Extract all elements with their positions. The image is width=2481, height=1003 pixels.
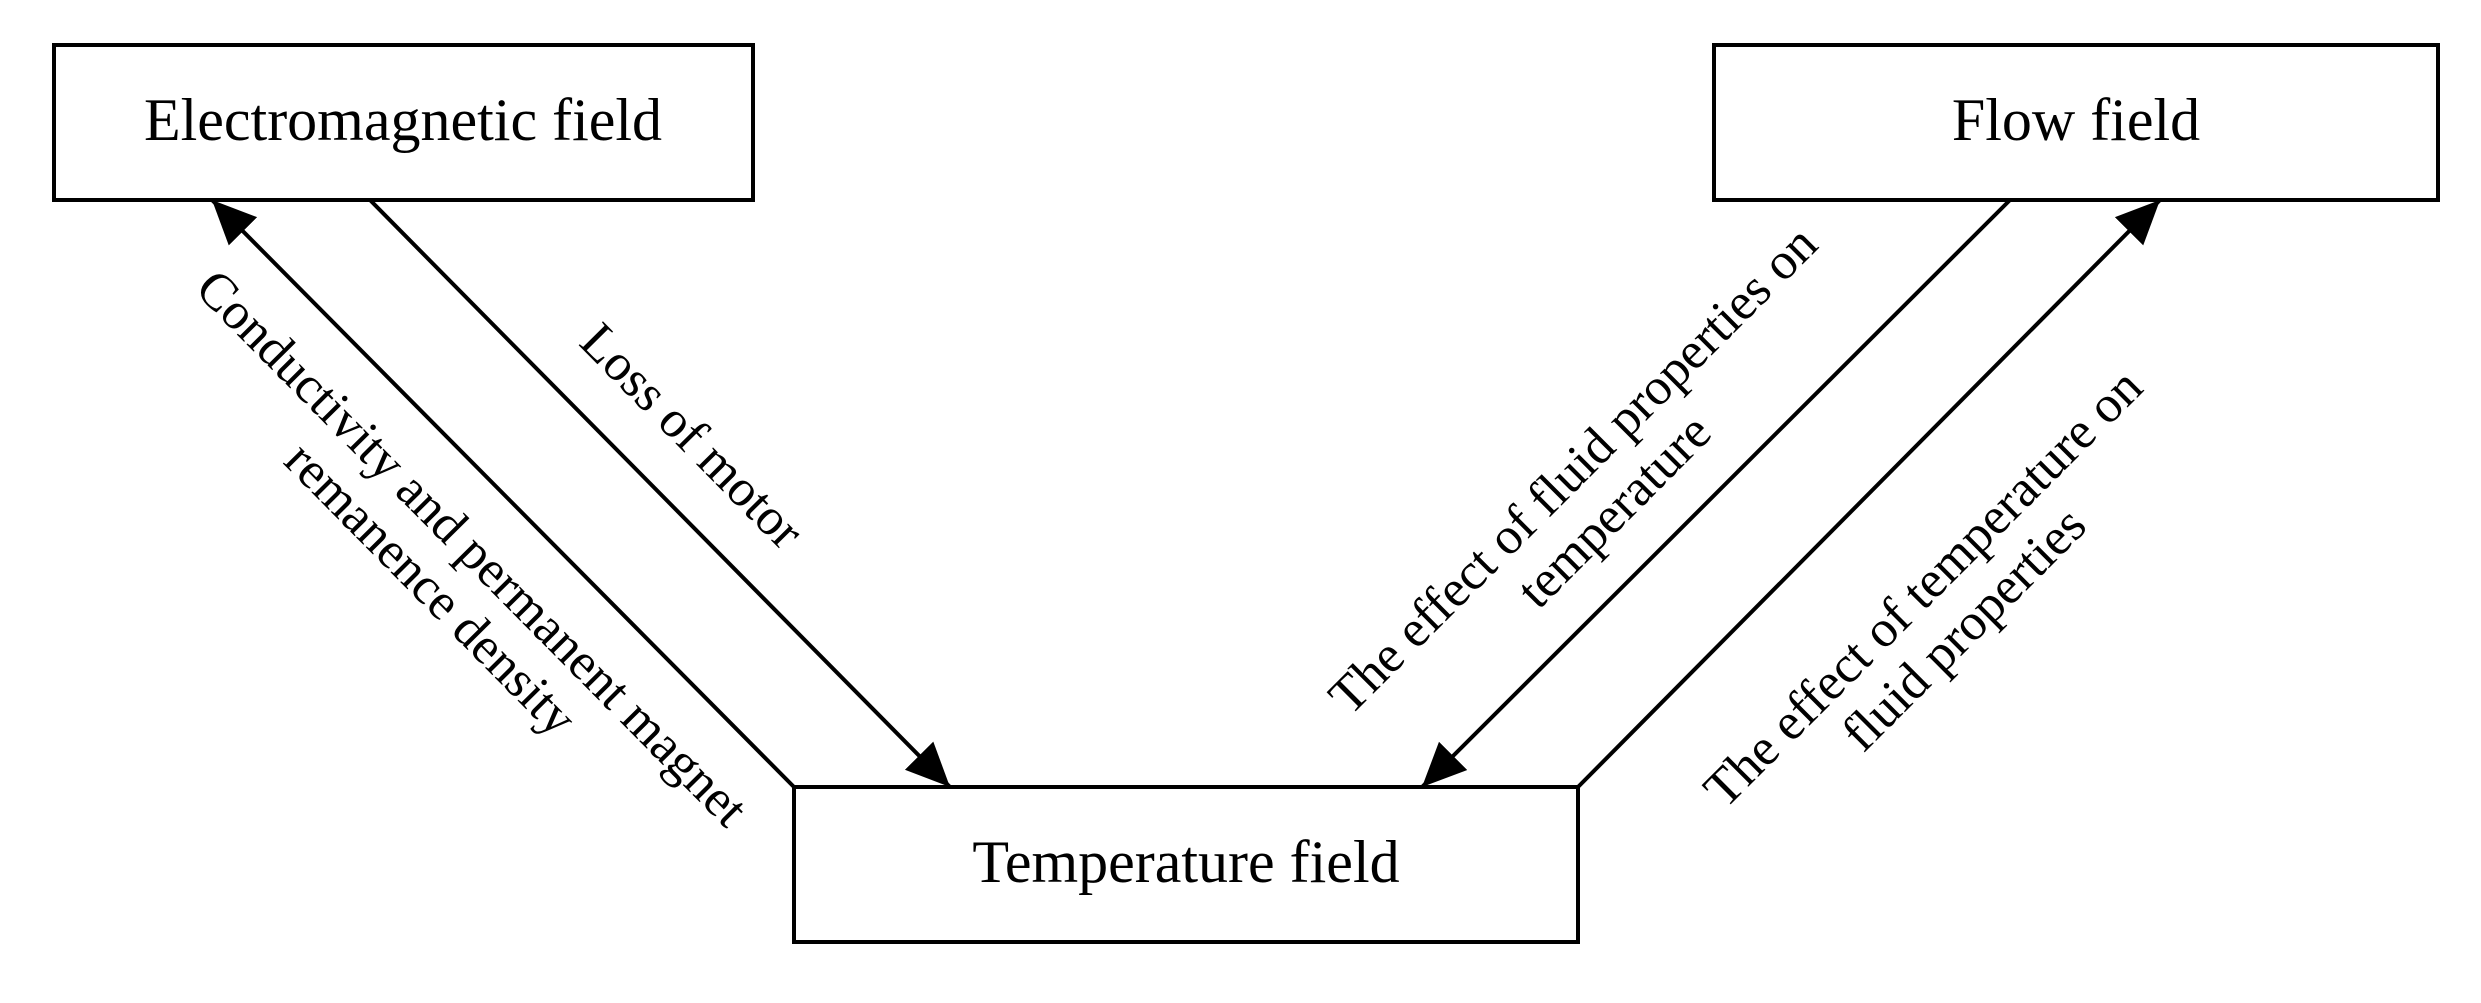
arrow-temperature-to-flow <box>1576 198 2162 789</box>
electromagnetic-field-node: Electromagnetic field <box>52 43 755 202</box>
temperature-field-node: Temperature field <box>792 785 1580 944</box>
label-conductivity-line1: Conductivity and permanent magnet <box>185 259 759 838</box>
electromagnetic-field-label: Electromagnetic field <box>144 87 662 153</box>
arrow-em-to-temperature <box>368 198 952 789</box>
flow-field-label: Flow field <box>1952 87 2200 153</box>
label-temp-effect-line1: The effect of temperature on <box>1693 358 2153 818</box>
label-temperature-to-flow: The effect of temperature on fluid prope… <box>1693 358 2153 818</box>
flow-field-node: Flow field <box>1712 43 2440 202</box>
arrow-flow-to-temperature <box>1420 198 2012 789</box>
label-fluid-effect-line1: The effect of fluid properties on <box>1318 215 1828 725</box>
flow-field-box <box>1712 43 2440 202</box>
label-temperature-to-em: Conductivity and permanent magnet remane… <box>185 259 759 838</box>
electromagnetic-field-box <box>52 43 755 202</box>
temperature-field-label: Temperature field <box>972 829 1399 895</box>
temperature-field-box <box>792 785 1580 944</box>
arrow-temperature-to-em <box>210 198 796 789</box>
